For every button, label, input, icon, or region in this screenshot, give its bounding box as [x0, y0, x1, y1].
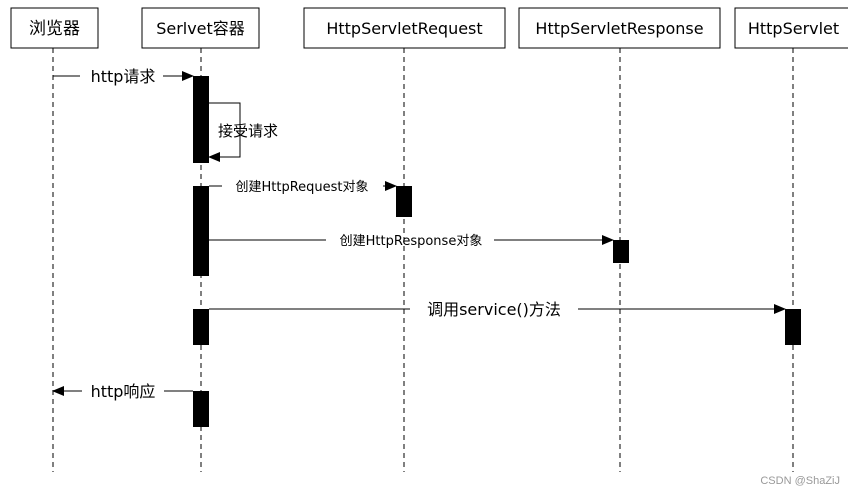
participant-browser-label: 浏览器: [29, 19, 80, 39]
message-create-response: 创建HttpResponse对象: [209, 234, 614, 249]
activation-container-3: [193, 309, 209, 345]
message-http-response: http响应: [52, 382, 193, 401]
participant-response: HttpServletResponse: [518, 7, 721, 49]
message-http-request: http请求: [53, 67, 194, 86]
activation-response: [613, 240, 629, 263]
activation-servlet: [785, 309, 801, 345]
message-call-service: 调用service()方法: [209, 300, 786, 319]
message-http-request-label: http请求: [91, 67, 156, 86]
message-http-response-label: http响应: [91, 382, 156, 401]
participant-response-label: HttpServletResponse: [535, 19, 703, 38]
message-create-response-label: 创建HttpResponse对象: [340, 234, 483, 249]
message-accept-request-label: 接受请求: [218, 122, 278, 140]
message-create-request-label: 创建HttpRequest对象: [235, 180, 368, 195]
participant-servlet-label: HttpServlet: [748, 19, 839, 38]
message-accept-request: 接受请求: [208, 102, 278, 162]
participant-request: HttpServletRequest: [303, 7, 506, 49]
activation-request: [396, 186, 412, 217]
message-call-service-label: 调用service()方法: [427, 300, 561, 319]
participant-servlet-container: Serlvet容器: [141, 7, 260, 49]
participant-browser: 浏览器: [10, 7, 99, 49]
watermark: CSDN @ShaZiJ: [760, 475, 840, 487]
activation-container-1: [193, 76, 209, 163]
participant-request-label: HttpServletRequest: [326, 19, 482, 38]
participant-servlet: HttpServlet: [734, 7, 848, 49]
message-create-request: 创建HttpRequest对象: [209, 180, 397, 195]
participant-servlet-container-label: Serlvet容器: [156, 19, 245, 38]
activation-container-4: [193, 391, 209, 427]
activation-container-2: [193, 186, 209, 276]
